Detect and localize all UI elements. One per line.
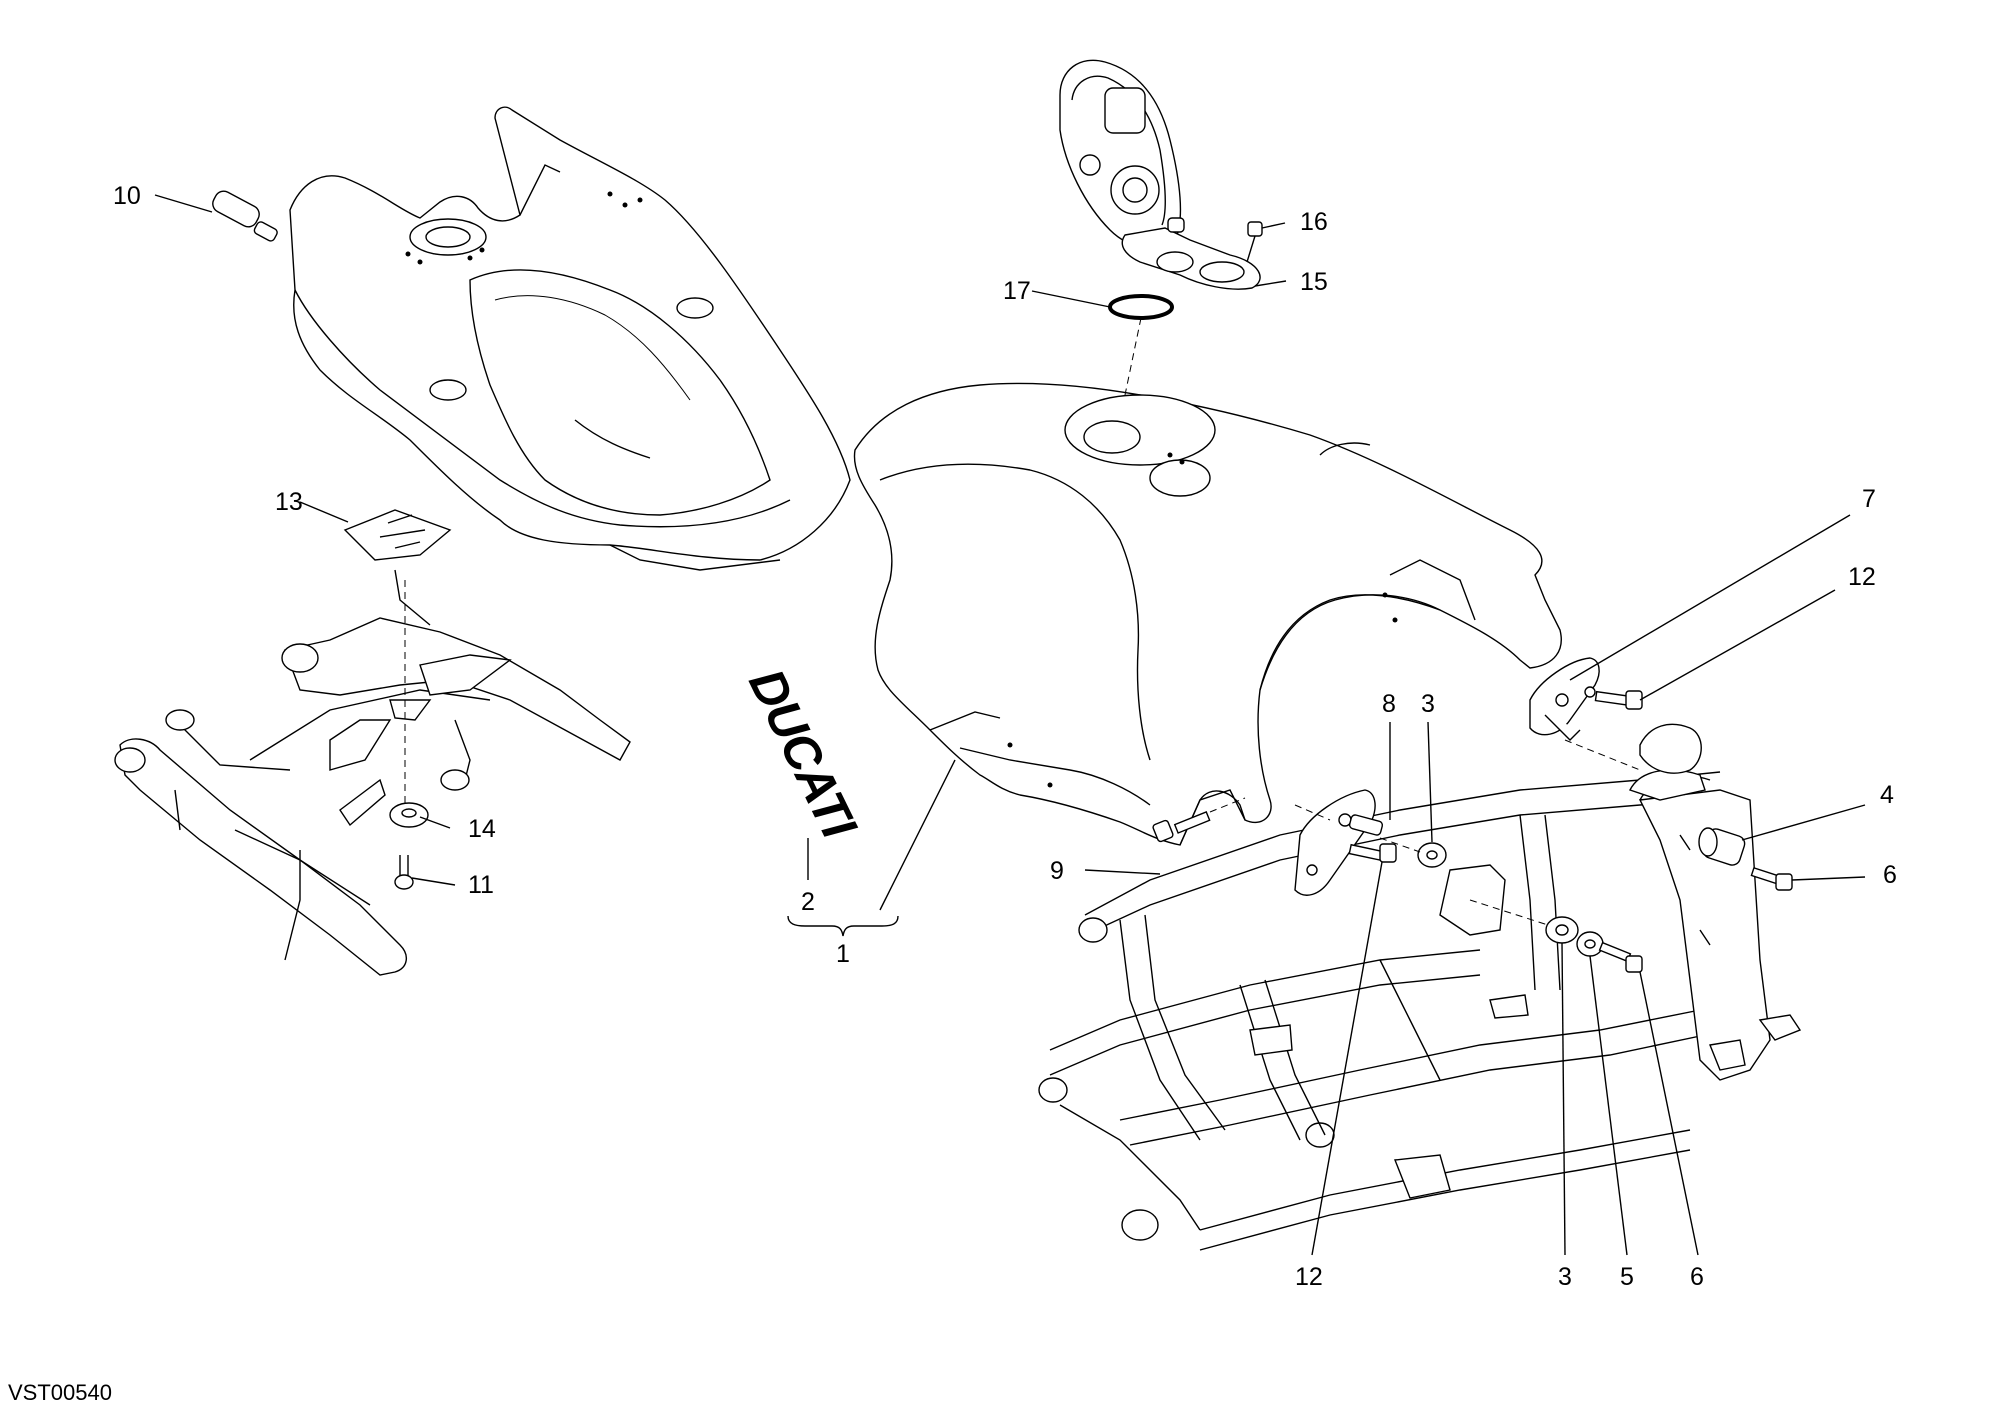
- callout-2: 2: [801, 888, 815, 916]
- decal-text: DUCATI: [738, 660, 868, 847]
- spacer-part-4: [1698, 827, 1746, 866]
- bolt-part-6-right: [1750, 866, 1793, 891]
- callout-3-lower: 3: [1558, 1263, 1572, 1291]
- callout-17: 17: [1003, 277, 1031, 305]
- screw-part-16: [1246, 221, 1263, 263]
- washer-part-5: [1576, 931, 1604, 957]
- callout-12-lower: 12: [1295, 1263, 1323, 1291]
- bolt-part-6-lower: [1598, 941, 1643, 973]
- ducati-decal: DUCATI: [738, 660, 868, 847]
- callout-16: 16: [1300, 208, 1328, 236]
- callout-9: 9: [1050, 857, 1064, 885]
- callout-1: 1: [836, 940, 850, 968]
- tank-cover: [289, 106, 851, 571]
- callout-numbers: 1 2 3 3 4 5 6 6 7 8 9 10 11 12 12 13 14 …: [113, 182, 1897, 1291]
- callout-6-lower: 6: [1690, 1263, 1704, 1291]
- fuel-tank: [853, 382, 1562, 846]
- callout-13: 13: [275, 488, 303, 516]
- bolt-part-12-upper: [1594, 690, 1643, 710]
- drawing-code: VST00540: [8, 1380, 112, 1405]
- bracket-part-7: [1529, 657, 1600, 741]
- callout-5: 5: [1620, 1263, 1634, 1291]
- bolt-part-9: [1152, 811, 1211, 843]
- callout-6-right: 6: [1883, 861, 1897, 889]
- bracket-part-8: [1294, 789, 1384, 896]
- o-ring-part-17: [1108, 294, 1174, 320]
- bolt-part-11: [394, 855, 414, 890]
- callout-3-upper: 3: [1421, 690, 1435, 718]
- callout-11: 11: [468, 871, 494, 899]
- callout-4: 4: [1880, 781, 1894, 809]
- spacer-part-3-lower: [1545, 916, 1579, 944]
- callout-7: 7: [1862, 485, 1876, 513]
- left-subframe: [114, 569, 631, 976]
- plug-part-10: [212, 190, 278, 242]
- callout-14: 14: [468, 815, 496, 843]
- rubber-pad-part-13: [343, 509, 452, 561]
- fuel-cap-assembly: [1059, 59, 1263, 396]
- callout-10: 10: [113, 182, 141, 210]
- bolt-part-12-lower: [1348, 843, 1397, 863]
- callout-12-upper: 12: [1848, 563, 1876, 591]
- spacer-part-3-upper: [1417, 842, 1447, 868]
- callout-15: 15: [1300, 268, 1328, 296]
- callout-8: 8: [1382, 690, 1396, 718]
- washer-part-14: [389, 802, 429, 828]
- leader-lines: [154, 194, 1866, 1256]
